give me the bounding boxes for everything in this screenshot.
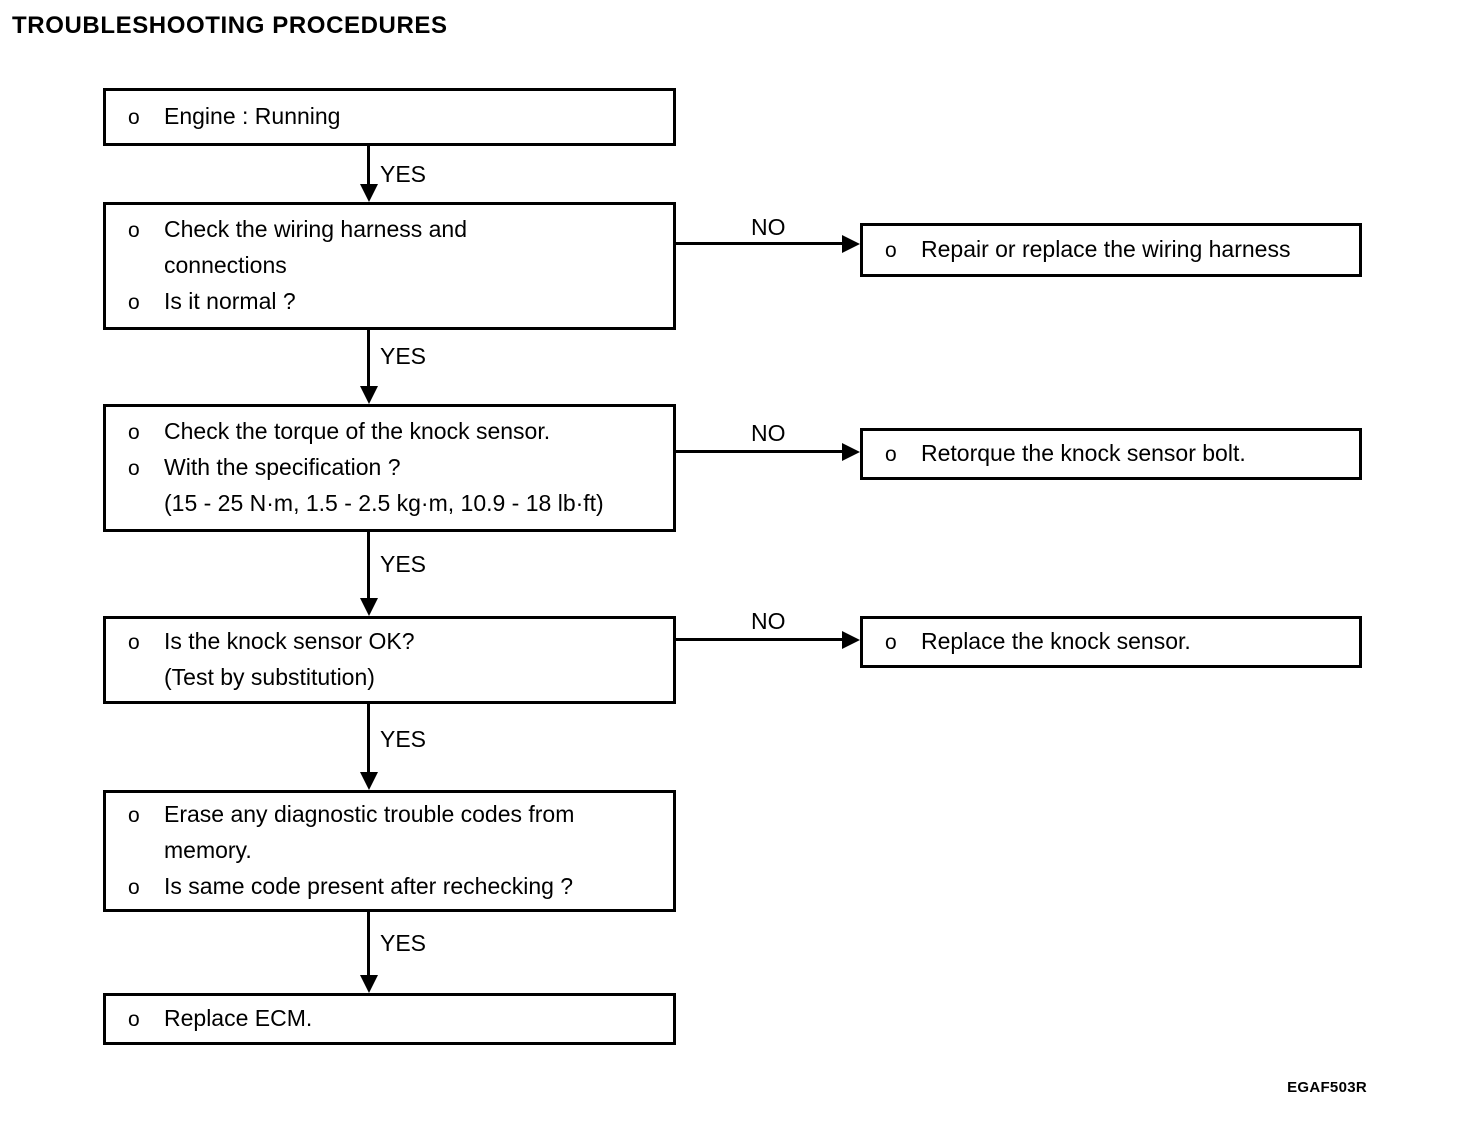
- bullet-marker: o: [885, 239, 897, 262]
- bullet-marker: o: [128, 631, 140, 654]
- arrow-head-engine-to-wiring: [360, 184, 378, 202]
- box-line-text: Erase any diagnostic trouble codes from: [164, 801, 575, 827]
- box-line-text: Replace ECM.: [164, 1005, 313, 1031]
- bullet-marker: o: [128, 804, 140, 827]
- box-line-text: connections: [164, 252, 287, 278]
- box-text-group: o Erase any diagnostic trouble codes fro…: [128, 797, 661, 905]
- edge-label-no-2: NO: [751, 420, 786, 446]
- bullet-marker: o: [885, 631, 897, 654]
- connector-line-torque-to-retorque: [676, 450, 842, 453]
- box-line: o Repair or replace the wiring harness: [885, 232, 1347, 268]
- bullet-marker: o: [128, 106, 140, 129]
- box-line-text: Replace the knock sensor.: [921, 628, 1191, 654]
- box-line: o Check the torque of the knock sensor.: [128, 414, 661, 450]
- box-line-text: Check the torque of the knock sensor.: [164, 418, 551, 444]
- connector-line-engine-to-wiring: [367, 146, 370, 184]
- flow-box-erase-codes: o Erase any diagnostic trouble codes fro…: [103, 790, 676, 912]
- box-line: o Replace ECM.: [128, 1001, 661, 1037]
- arrow-head-wiring-to-repair: [842, 235, 860, 253]
- bullet-marker: o: [128, 876, 140, 899]
- box-text-group: o Retorque the knock sensor bolt.: [885, 436, 1347, 472]
- edge-label-yes-2: YES: [380, 343, 427, 369]
- box-line-text: memory.: [164, 837, 252, 863]
- page-title: TROUBLESHOOTING PROCEDURES: [12, 12, 448, 39]
- edge-label-yes-1: YES: [380, 161, 427, 187]
- box-text-group: o Replace the knock sensor.: [885, 624, 1347, 660]
- box-line-text: Is same code present after rechecking ?: [164, 873, 574, 899]
- arrow-head-wiring-to-torque: [360, 386, 378, 404]
- box-text-group: o Is the knock sensor OK? o (Test by sub…: [128, 624, 661, 696]
- bullet-marker: o: [128, 291, 140, 314]
- arrow-head-torque-to-retorque: [842, 443, 860, 461]
- box-line: o Check the wiring harness and: [128, 212, 661, 248]
- connector-line-erase-to-replace-ecm: [367, 912, 370, 975]
- arrow-head-knock-sensor-to-erase: [360, 772, 378, 790]
- box-text-group: o Repair or replace the wiring harness: [885, 232, 1347, 268]
- box-line: o Replace the knock sensor.: [885, 624, 1347, 660]
- box-text-group: o Engine : Running: [128, 99, 661, 135]
- connector-line-torque-to-knock-sensor: [367, 532, 370, 598]
- bullet-marker: o: [128, 1008, 140, 1031]
- bullet-marker: o: [128, 219, 140, 242]
- flow-box-replace-ecm: o Replace ECM.: [103, 993, 676, 1045]
- box-line: o Is it normal ?: [128, 284, 661, 320]
- arrow-head-knock-sensor-to-replace: [842, 631, 860, 649]
- arrow-head-erase-to-replace-ecm: [360, 975, 378, 993]
- box-text-group: o Replace ECM.: [128, 1001, 661, 1037]
- edge-label-yes-4: YES: [380, 726, 427, 752]
- flow-box-engine-running: o Engine : Running: [103, 88, 676, 146]
- box-line-text: (Test by substitution): [164, 664, 375, 690]
- box-line: o (15 - 25 N·m, 1.5 - 2.5 kg·m, 10.9 - 1…: [128, 486, 661, 522]
- box-line: o Erase any diagnostic trouble codes fro…: [128, 797, 661, 833]
- box-line: o memory.: [128, 833, 661, 869]
- connector-line-knock-sensor-to-erase: [367, 704, 370, 772]
- flow-box-replace-knock-sensor: o Replace the knock sensor.: [860, 616, 1362, 668]
- bullet-spacer: o: [128, 834, 164, 869]
- bullet-spacer: o: [128, 487, 164, 522]
- box-line: o Is the knock sensor OK?: [128, 624, 661, 660]
- box-line-text-torque-spec: (15 - 25 N·m, 1.5 - 2.5 kg·m, 10.9 - 18 …: [164, 490, 604, 516]
- connector-line-wiring-to-torque: [367, 330, 370, 386]
- edge-label-no-3: NO: [751, 608, 786, 634]
- box-text-group: o Check the wiring harness and o connect…: [128, 212, 661, 320]
- box-text-group: o Check the torque of the knock sensor. …: [128, 414, 661, 522]
- flow-box-check-wiring-harness: o Check the wiring harness and o connect…: [103, 202, 676, 330]
- edge-label-yes-3: YES: [380, 551, 427, 577]
- bullet-marker: o: [128, 457, 140, 480]
- flow-box-check-torque: o Check the torque of the knock sensor. …: [103, 404, 676, 532]
- box-line-text: Check the wiring harness and: [164, 216, 467, 242]
- box-line: o Retorque the knock sensor bolt.: [885, 436, 1347, 472]
- connector-line-knock-sensor-to-replace: [676, 638, 842, 641]
- box-line: o Is same code present after rechecking …: [128, 869, 661, 905]
- flow-box-retorque-bolt: o Retorque the knock sensor bolt.: [860, 428, 1362, 480]
- figure-reference-code: EGAF503R: [1287, 1079, 1367, 1096]
- box-line: o With the specification ?: [128, 450, 661, 486]
- arrow-head-torque-to-knock-sensor: [360, 598, 378, 616]
- bullet-marker: o: [885, 443, 897, 466]
- box-line-text: Retorque the knock sensor bolt.: [921, 440, 1246, 466]
- bullet-marker: o: [128, 421, 140, 444]
- bullet-spacer: o: [128, 661, 164, 696]
- box-line: o connections: [128, 248, 661, 284]
- box-line-text: With the specification ?: [164, 454, 401, 480]
- box-line-text: Is it normal ?: [164, 288, 296, 314]
- box-line: o Engine : Running: [128, 99, 661, 135]
- edge-label-no-1: NO: [751, 214, 786, 240]
- box-line-text: Is the knock sensor OK?: [164, 628, 415, 654]
- box-line-text: Engine : Running: [164, 103, 341, 129]
- edge-label-yes-5: YES: [380, 930, 427, 956]
- flow-box-repair-wiring-harness: o Repair or replace the wiring harness: [860, 223, 1362, 277]
- flow-box-knock-sensor-ok: o Is the knock sensor OK? o (Test by sub…: [103, 616, 676, 704]
- connector-line-wiring-to-repair: [676, 242, 842, 245]
- box-line-text: Repair or replace the wiring harness: [921, 236, 1291, 262]
- bullet-spacer: o: [128, 249, 164, 284]
- box-line: o (Test by substitution): [128, 660, 661, 696]
